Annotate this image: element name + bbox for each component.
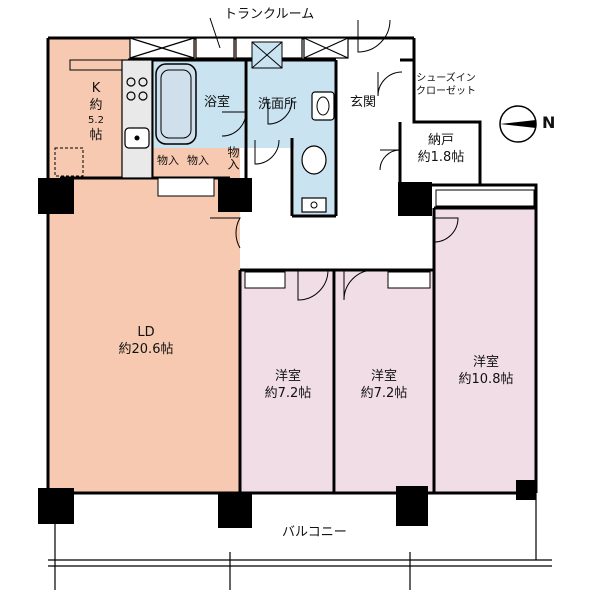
closet-label-1: 物入: [157, 154, 179, 167]
kitchen-counter: [54, 59, 153, 179]
kitchen-size-2: 5.2: [88, 115, 104, 126]
western-1-size: 約7.2帖: [264, 386, 312, 401]
western-1-name: 洋室: [274, 369, 301, 384]
storage-room-name: 納戸: [427, 133, 454, 148]
bathtub-icon: [155, 63, 197, 145]
trunk-room-strip: [129, 37, 349, 59]
kitchen-name: K: [91, 81, 101, 96]
ld-size: 約20.6帖: [118, 342, 174, 357]
kitchen-label: K 約 5.2 帖: [84, 80, 108, 144]
ld-label: LD 約20.6帖: [106, 324, 186, 358]
kitchen-size-3: 帖: [89, 128, 103, 143]
trunk-room-label: トランクルーム: [224, 7, 315, 22]
western-3-label: 洋室 約10.8帖: [444, 354, 528, 388]
bath-label: 浴室: [204, 95, 231, 110]
ld-name: LD: [137, 325, 155, 340]
balcony-label: バルコニー: [282, 525, 347, 540]
sink-icon: [124, 127, 150, 149]
entrance-label: 玄関: [350, 95, 377, 110]
sink-icon: [311, 91, 335, 121]
columns: [38, 178, 536, 528]
washroom-label: 洗面所: [258, 97, 298, 112]
closet-doors: [157, 177, 535, 289]
western-2-size: 約7.2帖: [360, 386, 408, 401]
storage-room-size: 約1.8帖: [417, 150, 465, 165]
toilet-icon: [301, 145, 327, 213]
western-3-size: 約10.8帖: [458, 372, 514, 387]
trunk-room-leader: [209, 17, 221, 49]
door-swing-icon: [210, 19, 459, 301]
western-1-fill: [240, 270, 334, 494]
western-2-label: 洋室 約7.2帖: [346, 368, 422, 402]
western-2-name: 洋室: [370, 369, 397, 384]
storage-room-label: 納戸 約1.8帖: [406, 132, 476, 166]
shoes-in-closet-label: シューズイン クローゼット: [416, 72, 476, 98]
stove-icon: [126, 77, 148, 101]
kitchen-size-1: 約: [89, 98, 103, 113]
western-3-name: 洋室: [472, 355, 499, 370]
western-1-label: 洋室 約7.2帖: [250, 368, 326, 402]
western-3-fill: [434, 208, 536, 494]
closet-label-2: 物入: [187, 154, 209, 167]
western-2-fill: [336, 270, 434, 494]
shoes-in-closet-line1: シューズイン: [416, 73, 476, 84]
closet-label-3: 物入: [226, 146, 240, 170]
balcony: [48, 493, 552, 590]
compass-icon: [499, 105, 537, 143]
shoes-in-closet-line2: クローゼット: [416, 86, 476, 97]
north-label: N: [542, 113, 556, 132]
